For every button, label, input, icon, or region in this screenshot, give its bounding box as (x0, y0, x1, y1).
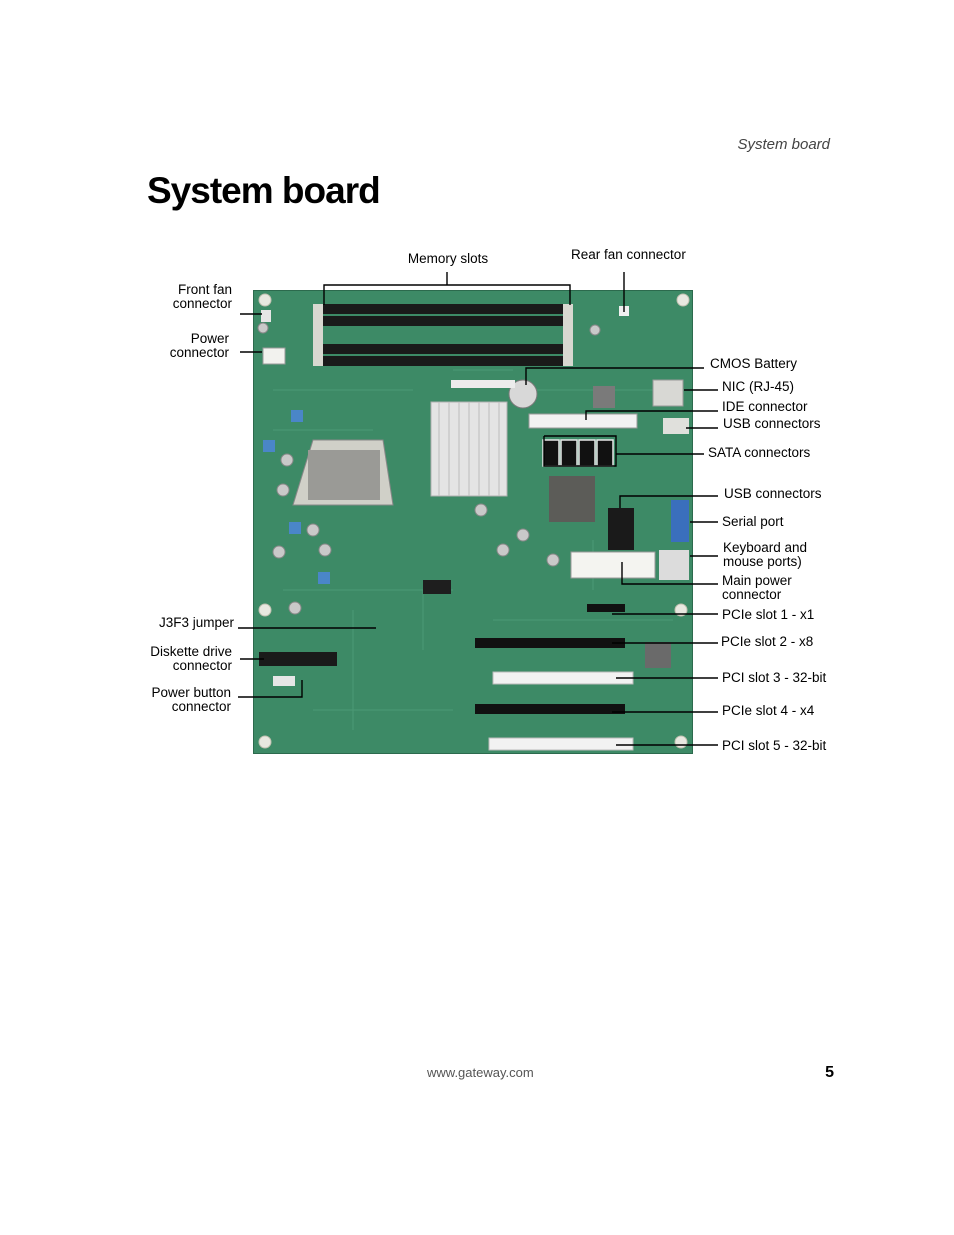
page-number: 5 (825, 1064, 834, 1081)
label-main-power-connector: Main power connector (722, 573, 792, 602)
label-power-connector: Power connector (169, 331, 229, 360)
running-header: System board (737, 136, 830, 153)
label-nic: NIC (RJ-45) (722, 379, 795, 394)
label-pcie-slot-1: PCIe slot 1 - x1 (722, 607, 815, 622)
label-usb-connectors-mid: USB connectors (724, 486, 822, 501)
label-cmos-battery: CMOS Battery (710, 356, 798, 371)
label-j3f3-jumper: J3F3 jumper (158, 615, 234, 630)
label-sata-connectors: SATA connectors (708, 445, 811, 460)
motherboard-image (253, 290, 693, 754)
label-usb-connectors-top: USB connectors (723, 416, 821, 431)
label-serial-port: Serial port (722, 514, 784, 529)
label-pci-slot-5: PCI slot 5 - 32-bit (722, 738, 827, 753)
label-pcie-slot-4: PCIe slot 4 - x4 (722, 703, 815, 718)
label-rear-fan-connector: Rear fan connector (571, 247, 686, 262)
label-pci-slot-3: PCI slot 3 - 32-bit (722, 670, 827, 685)
page-title: System board (147, 170, 381, 211)
label-ide-connector: IDE connector (722, 399, 808, 414)
footer-url: www.gateway.com (427, 1065, 534, 1080)
label-memory-slots: Memory slots (407, 251, 489, 266)
label-keyboard-mouse-ports: Keyboard and mouse ports) (723, 540, 808, 569)
label-power-button-connector: Power button connector (151, 685, 231, 714)
label-pcie-slot-2: PCIe slot 2 - x8 (721, 634, 814, 649)
label-front-fan-connector: Front fan connector (172, 282, 232, 311)
label-diskette-drive-connector: Diskette drive connector (150, 644, 232, 673)
